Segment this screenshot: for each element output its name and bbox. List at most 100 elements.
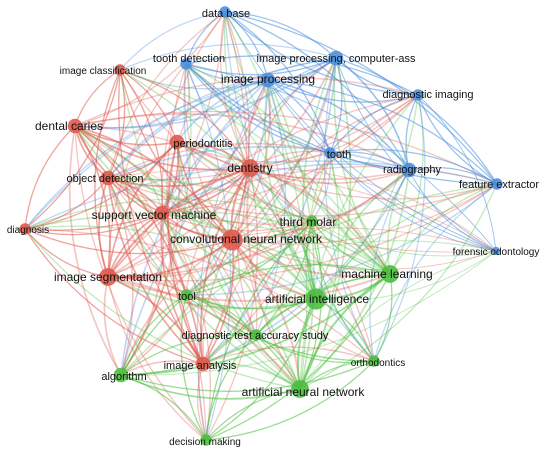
network-edge bbox=[185, 294, 257, 336]
node-label-image-processing: image processing bbox=[221, 72, 315, 86]
network-edge bbox=[24, 228, 301, 390]
network-edge bbox=[185, 79, 269, 296]
node-label-artificial-neural-network: artificial neural network bbox=[242, 385, 366, 399]
node-orthodontics[interactable] bbox=[368, 355, 380, 367]
network-edge bbox=[119, 69, 251, 169]
network-edge bbox=[120, 294, 187, 376]
network-edge bbox=[185, 63, 313, 222]
network-edge bbox=[267, 79, 419, 103]
node-label-forensic-odontology: forensic odontology bbox=[453, 247, 540, 258]
network-edge bbox=[119, 69, 233, 241]
node-image-processing-computer-ass[interactable] bbox=[328, 50, 344, 66]
node-tool[interactable] bbox=[180, 289, 192, 301]
node-image-processing[interactable] bbox=[260, 72, 276, 88]
network-edge bbox=[161, 210, 391, 275]
network-edge bbox=[205, 273, 391, 441]
network-edge bbox=[74, 77, 419, 127]
network-edge bbox=[202, 239, 235, 365]
node-diagnostic-imaging[interactable] bbox=[412, 89, 424, 101]
node-data-base[interactable] bbox=[219, 6, 231, 18]
node-convolutional-neural-network[interactable] bbox=[221, 229, 243, 251]
network-edge bbox=[161, 163, 410, 214]
node-diagnosis[interactable] bbox=[19, 223, 31, 235]
node-label-machine-learning: machine learning bbox=[341, 267, 432, 281]
network-edge bbox=[107, 177, 257, 336]
network-edge bbox=[311, 220, 497, 257]
network-edge bbox=[185, 240, 497, 296]
network-edge bbox=[373, 94, 426, 362]
network-edge bbox=[249, 167, 410, 185]
network-edge bbox=[161, 57, 337, 214]
node-periodontitis[interactable] bbox=[169, 134, 185, 150]
network-edge bbox=[107, 169, 497, 252]
network-edge bbox=[249, 167, 391, 275]
node-third-molar[interactable] bbox=[306, 215, 318, 227]
node-feature-extractor[interactable] bbox=[491, 178, 503, 190]
network-edge bbox=[267, 79, 410, 171]
node-label-image-analysis: image analysis bbox=[164, 360, 237, 372]
network-edge bbox=[119, 11, 226, 71]
node-decision-making[interactable] bbox=[200, 434, 212, 446]
node-label-orthodontics: orthodontics bbox=[351, 358, 405, 369]
network-edge bbox=[205, 220, 313, 441]
node-machine-learning[interactable] bbox=[381, 265, 399, 283]
network-edge bbox=[311, 152, 332, 222]
network-edge bbox=[224, 11, 375, 362]
node-dentistry[interactable] bbox=[241, 159, 259, 177]
network-edge bbox=[107, 273, 391, 302]
network-edge bbox=[107, 79, 269, 278]
node-image-analysis[interactable] bbox=[195, 356, 211, 372]
network-edge bbox=[202, 298, 317, 365]
network-edge bbox=[315, 94, 419, 300]
network-edge bbox=[264, 79, 317, 300]
network-edge bbox=[119, 69, 164, 214]
network-edge bbox=[389, 94, 424, 275]
node-diagnostic-test-accuracy-study[interactable] bbox=[250, 329, 262, 341]
network-edge bbox=[249, 167, 498, 200]
node-tooth-detection[interactable] bbox=[180, 58, 192, 70]
node-object-detection[interactable] bbox=[100, 170, 116, 186]
node-dental-caries[interactable] bbox=[67, 118, 83, 134]
network-edge bbox=[74, 125, 257, 336]
network-edge bbox=[74, 110, 498, 185]
node-forensic-odontology[interactable] bbox=[491, 246, 501, 256]
network-edge bbox=[107, 11, 226, 179]
network-edge bbox=[408, 166, 498, 185]
network-edge bbox=[119, 69, 178, 143]
node-image-segmentation[interactable] bbox=[99, 268, 117, 286]
network-edge bbox=[196, 363, 207, 441]
node-artificial-neural-network[interactable] bbox=[291, 380, 309, 398]
network-edge bbox=[119, 69, 391, 275]
network-edge bbox=[205, 334, 257, 441]
network-edge bbox=[107, 11, 226, 278]
network-edge bbox=[176, 141, 301, 390]
network-edge bbox=[107, 94, 419, 181]
node-algorithm[interactable] bbox=[113, 367, 129, 383]
network-edge bbox=[231, 79, 271, 241]
network-edge bbox=[119, 69, 269, 90]
node-label-radiography: radiography bbox=[383, 164, 442, 176]
network-edge bbox=[74, 11, 226, 127]
node-artificial-intelligence[interactable] bbox=[305, 288, 327, 310]
node-label-dentistry: dentistry bbox=[227, 161, 272, 175]
node-label-tooth: tooth bbox=[327, 149, 351, 161]
network-edge bbox=[120, 333, 257, 376]
node-tooth[interactable] bbox=[324, 147, 336, 159]
network-edge bbox=[329, 152, 497, 252]
network-edge bbox=[185, 63, 391, 275]
node-radiography[interactable] bbox=[401, 162, 417, 178]
node-image-classification[interactable] bbox=[114, 64, 126, 76]
network-edge bbox=[224, 11, 410, 171]
network-edge bbox=[24, 228, 233, 255]
node-support-vector-machine[interactable] bbox=[154, 205, 170, 221]
network-edge bbox=[24, 79, 269, 230]
network-edge bbox=[185, 63, 410, 171]
network-edge bbox=[198, 239, 233, 441]
network-edge bbox=[107, 276, 317, 310]
network-edge bbox=[161, 165, 498, 214]
network-edge bbox=[299, 273, 391, 390]
network-edge bbox=[185, 220, 313, 296]
network-edge bbox=[267, 79, 331, 154]
network-edge bbox=[74, 125, 178, 146]
